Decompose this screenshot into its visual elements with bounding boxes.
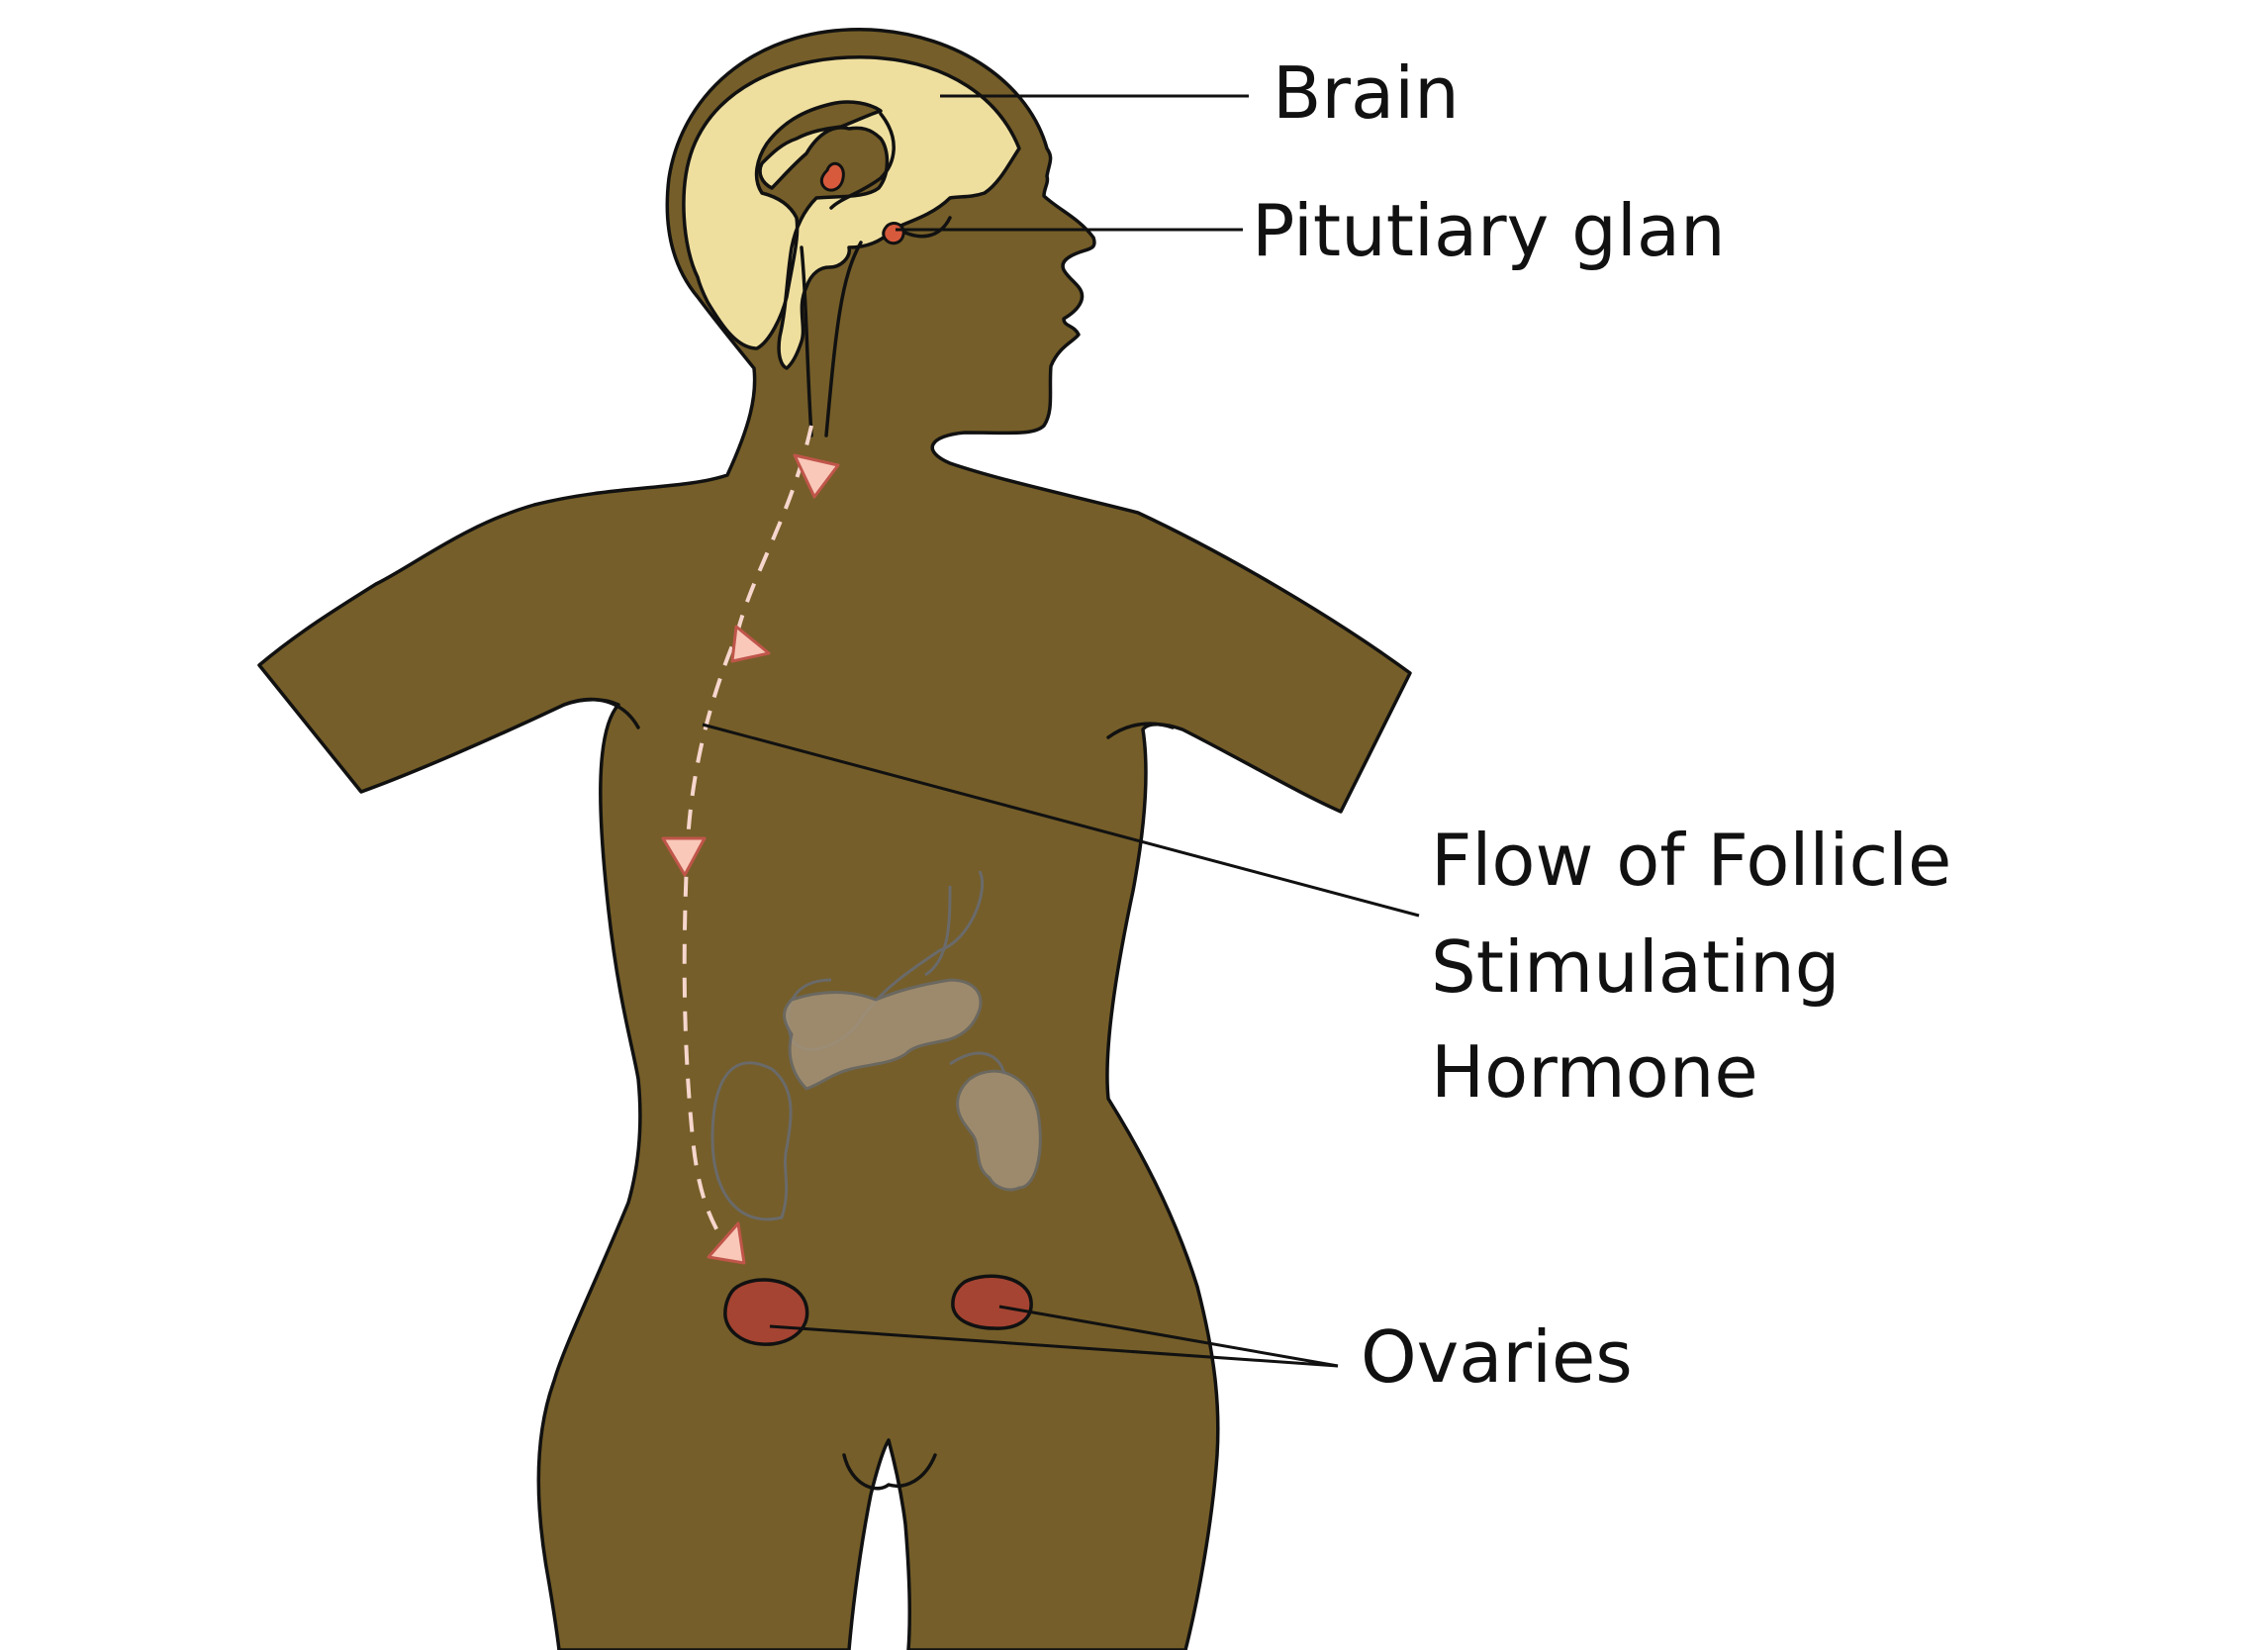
- pancreas: [783, 978, 983, 1091]
- ovaries-label: Ovaries: [1361, 1315, 1633, 1399]
- left-kidney-outline: [710, 1061, 793, 1221]
- pelvic-detail: [842, 1453, 937, 1491]
- left-ovary: [723, 1278, 809, 1346]
- flow-arrow-4: [707, 1221, 746, 1265]
- flow-label-line-2: Stimulating: [1431, 925, 1840, 1009]
- pituitary-gland: [882, 222, 905, 245]
- brain: [682, 55, 1021, 370]
- flow-label-line-3: Hormone: [1431, 1030, 1758, 1114]
- right-armpit-curve: [1106, 722, 1175, 739]
- flow-arrow-3: [661, 836, 707, 877]
- ovary-leader-left: [769, 1324, 1339, 1368]
- flow-arrow-1: [793, 453, 840, 499]
- ovary-leader-right: [998, 1305, 1339, 1368]
- brain-label: Brain: [1273, 51, 1460, 135]
- flow-arrow-2: [730, 625, 771, 663]
- left-armpit-curve: [562, 697, 640, 729]
- pituitary-label: Pitutiary glan: [1252, 189, 1726, 272]
- hypothalamus: [819, 161, 845, 192]
- brain-stem-right: [824, 241, 863, 437]
- right-kidney: [956, 1069, 1042, 1192]
- body-silhouette: [257, 28, 1412, 1650]
- intestine-outline: [924, 885, 952, 977]
- right-kidney-outline: [949, 1051, 1006, 1075]
- hormone-flow-path: [682, 425, 813, 1249]
- brain-stem: [800, 245, 813, 437]
- flow-leader: [702, 723, 1420, 918]
- brain-fold: [829, 112, 896, 210]
- flow-label-line-1: Flow of Follicle: [1431, 819, 1951, 902]
- right-ovary: [951, 1274, 1033, 1330]
